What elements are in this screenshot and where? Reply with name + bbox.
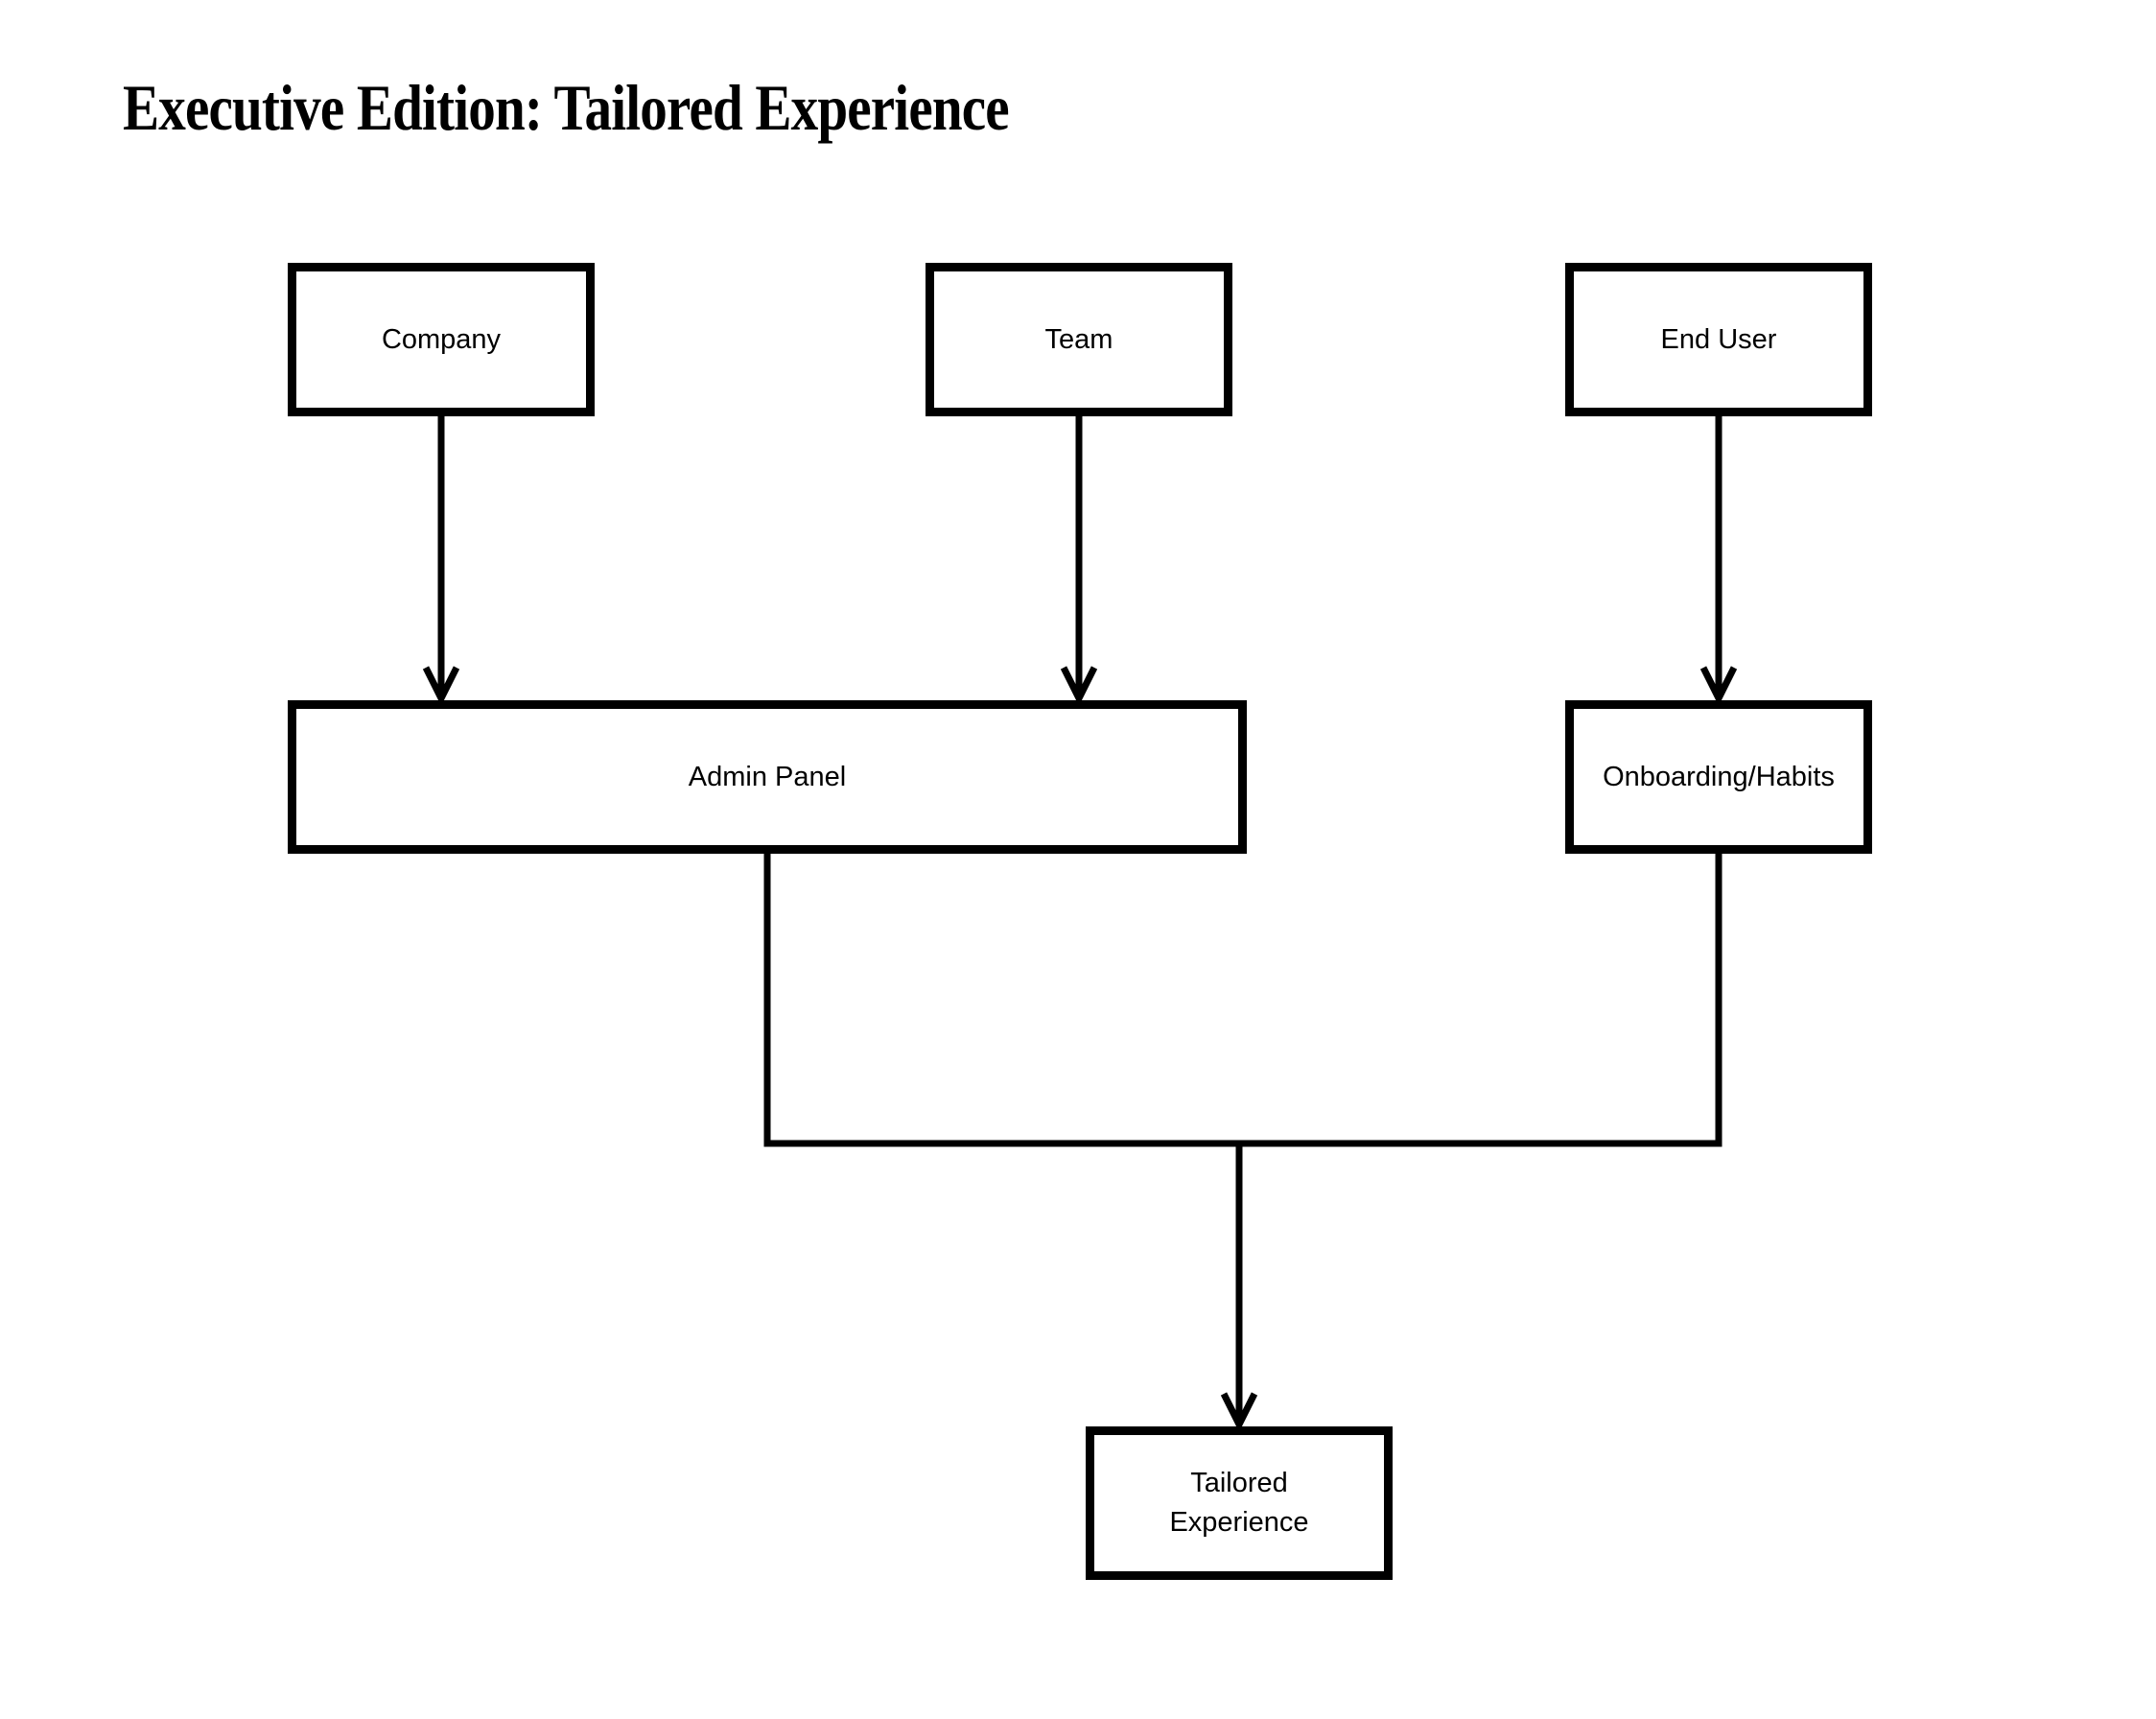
edge-junction	[763, 854, 1722, 1147]
arrowhead-company-admin-panel	[422, 666, 460, 706]
node-company-label: Company	[381, 323, 502, 355]
arrowhead-junction-tailored-experience	[1220, 1392, 1258, 1432]
page-title: Executive Edition: Tailored Experience	[123, 71, 1010, 144]
node-tailored-experience: Tailored Experience	[1086, 1426, 1393, 1580]
node-team-label: Team	[1044, 323, 1113, 355]
node-onboarding-habits: Onboarding/Habits	[1565, 700, 1872, 854]
node-team: Team	[926, 263, 1232, 416]
arrowhead-end-user-onboarding	[1699, 666, 1738, 706]
node-admin-panel-label: Admin Panel	[688, 761, 847, 792]
node-admin-panel: Admin Panel	[288, 700, 1247, 854]
node-tailored-experience-label: Tailored Experience	[1169, 1468, 1309, 1538]
node-company: Company	[288, 263, 595, 416]
node-end-user: End User	[1565, 263, 1872, 416]
node-end-user-label: End User	[1660, 323, 1777, 355]
node-onboarding-habits-label: Onboarding/Habits	[1603, 761, 1835, 792]
arrowhead-team-admin-panel	[1060, 666, 1098, 706]
